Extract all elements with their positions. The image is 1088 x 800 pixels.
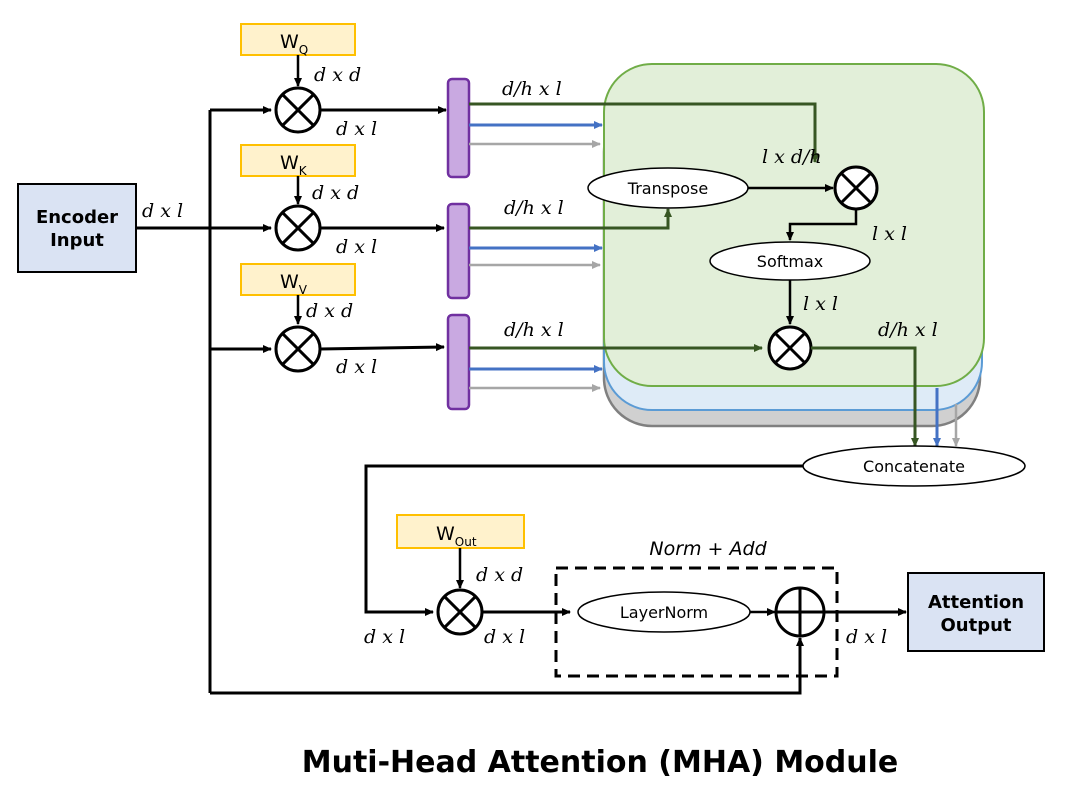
concat-out-path [364,464,803,616]
k-multiply-icon [274,204,322,252]
wv-box [240,263,356,296]
k-split-bar [446,202,471,300]
wv-dim: d x d [306,300,353,322]
add-icon [774,586,826,638]
wq-box [240,23,356,56]
v-head-dim: d/h x l [504,319,564,341]
layernorm-label: LayerNorm [620,603,708,622]
wq-dim: d x d [314,64,361,86]
diagram-title: Muti-Head Attention (MHA) Module [302,745,899,780]
k-head1-path [469,208,672,230]
norm-add-label: Norm + Add [649,538,767,560]
wv-label: WV [280,271,308,297]
wq-label: WQ [280,31,308,57]
softmax-label: Softmax [757,252,823,271]
q-split-bar [446,77,471,179]
concat-out-dim: d x l [364,626,405,648]
attention-output-box [907,572,1045,652]
attention-output-label-2: Output [940,615,1011,636]
encoder-input-label-2: Input [50,230,104,251]
transpose-label: Transpose [627,179,708,198]
score-path [786,209,858,241]
encoder-input-box [17,183,137,273]
proj-out-dim: d x l [484,626,525,648]
softmax-out-dim: l x l [803,293,838,315]
k-head-dim: d/h x l [504,197,564,219]
head-out-dim: d/h x l [878,319,938,341]
v-split-bar [446,313,471,411]
kt-dim: l x d/h [762,146,822,168]
attention-output-label-1: Attention [928,592,1024,613]
out-multiply-icon [436,588,484,636]
q-multiply-icon [274,86,322,134]
q-out-dim: d x l [336,118,377,140]
wout-label: WOut [436,523,477,549]
head1-out-path [811,346,919,447]
av-multiply-icon [767,325,813,371]
concatenate-label: Concatenate [863,457,965,476]
wout-dim: d x d [476,564,523,586]
v-out-dim: d x l [336,356,377,378]
qk-multiply-icon [833,165,879,211]
v-proj-line [319,343,445,352]
q-head-dim: d/h x l [502,78,562,100]
encoder-out-dim: d x l [142,200,183,222]
residual-path [210,637,804,695]
score-dim: l x l [872,223,907,245]
final-out-dim: d x l [846,626,887,648]
encoder-input-label-1: Encoder [36,207,118,228]
wk-dim: d x d [312,182,359,204]
wk-label: WK [280,152,308,178]
k-out-dim: d x l [336,236,377,258]
q-head1-path [469,102,819,163]
v-multiply-icon [274,325,322,373]
norm-add-group [554,566,839,678]
